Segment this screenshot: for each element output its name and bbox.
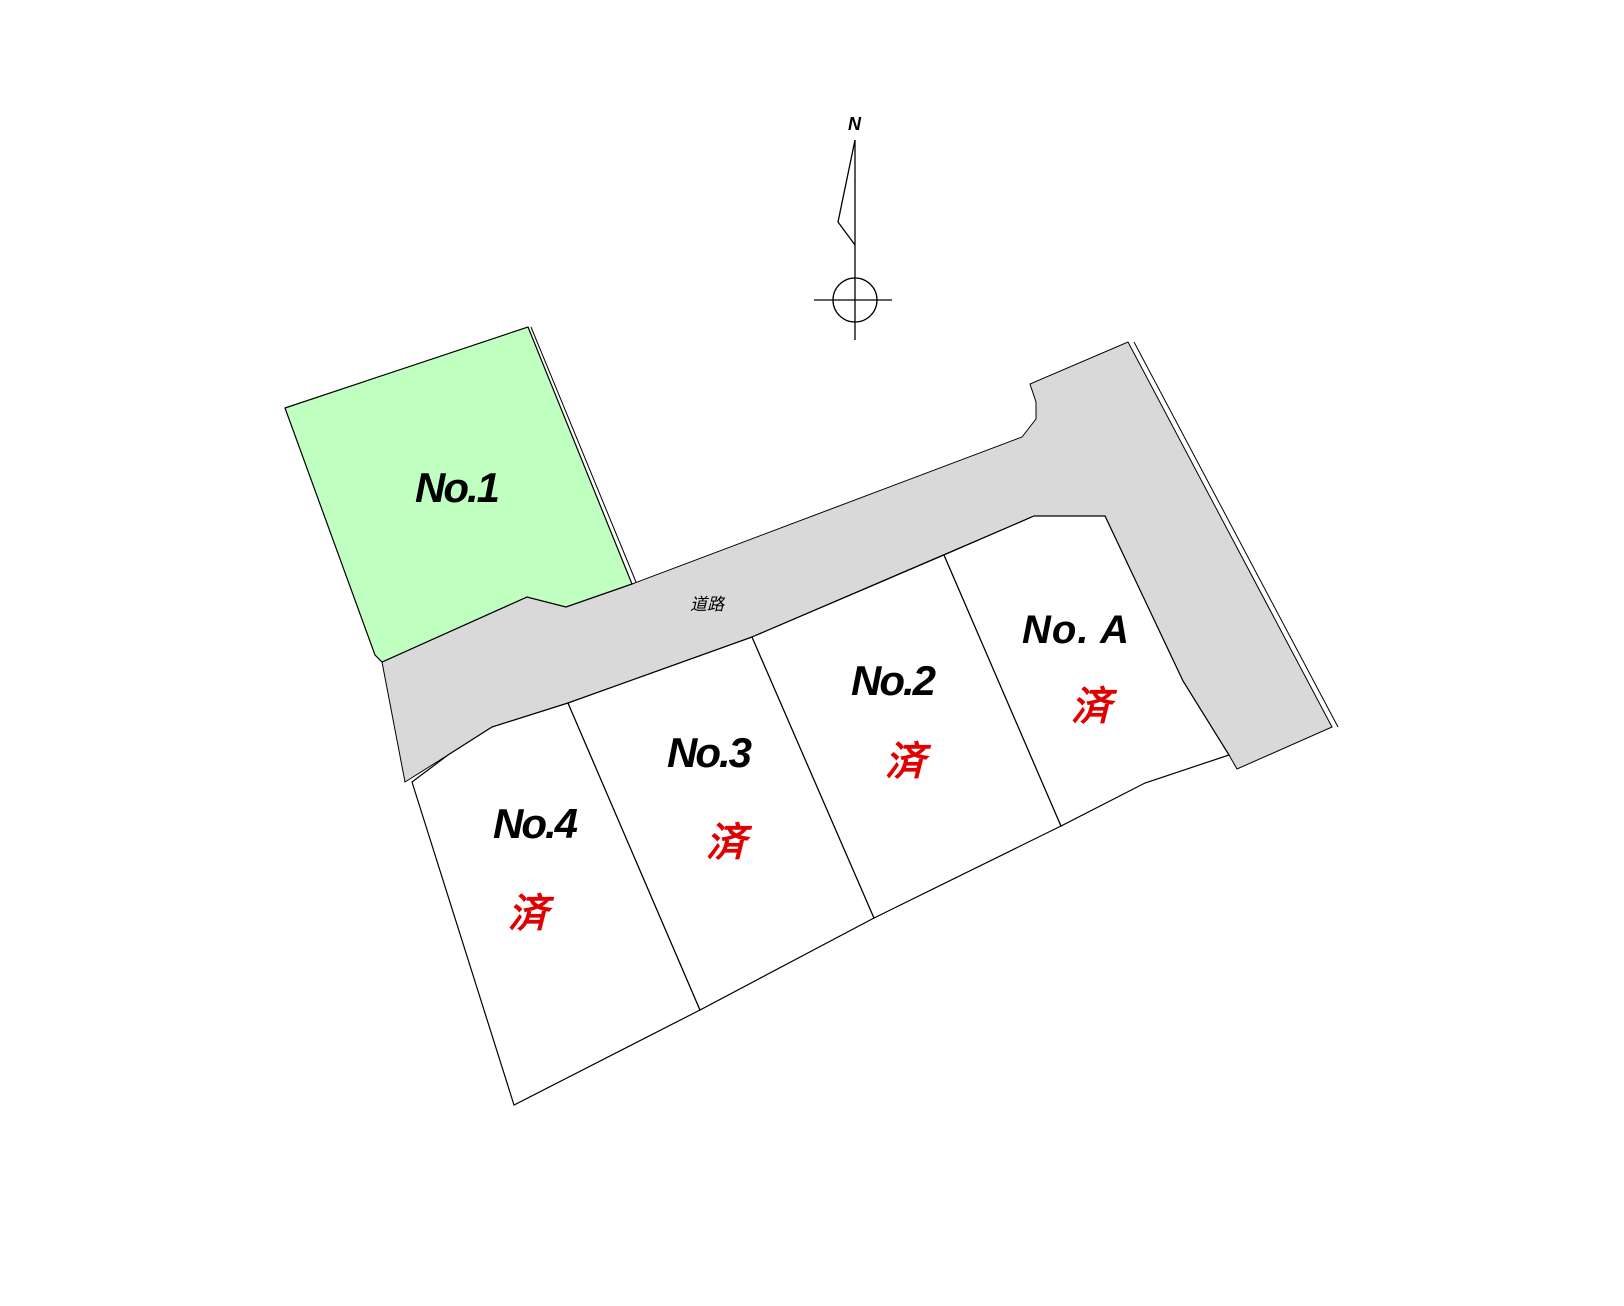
road-label: 道路: [690, 595, 726, 615]
lot-1-outline: [284, 326, 633, 663]
lot-a-sold-mark: 済: [1071, 684, 1118, 730]
lot-4-label: No.4: [493, 800, 578, 847]
lot-2-label: No.2: [851, 657, 936, 704]
lot-3-label: No.3: [667, 729, 752, 776]
north-arrow-head: [837, 139, 856, 246]
lot-2[interactable]: No.2 済: [751, 554, 1062, 919]
lot-a[interactable]: No. A 済: [943, 515, 1230, 827]
lot-a-label: No. A: [1022, 608, 1130, 652]
lot-3-sold-mark: 済: [706, 820, 753, 866]
lot-3[interactable]: No.3 済: [567, 636, 875, 1011]
lot-1-edge-double: [530, 326, 637, 583]
lot-1-label: No.1: [415, 464, 499, 511]
lot-1[interactable]: No.1: [284, 326, 637, 663]
north-arrow: N: [814, 114, 892, 340]
lot-4[interactable]: No.4 済: [411, 702, 701, 1106]
lot-a-outline: [943, 515, 1230, 827]
lot-4-sold-mark: 済: [508, 891, 555, 937]
north-label: N: [848, 114, 862, 134]
road-east-edge: [1133, 341, 1339, 728]
lot-2-sold-mark: 済: [885, 739, 932, 785]
